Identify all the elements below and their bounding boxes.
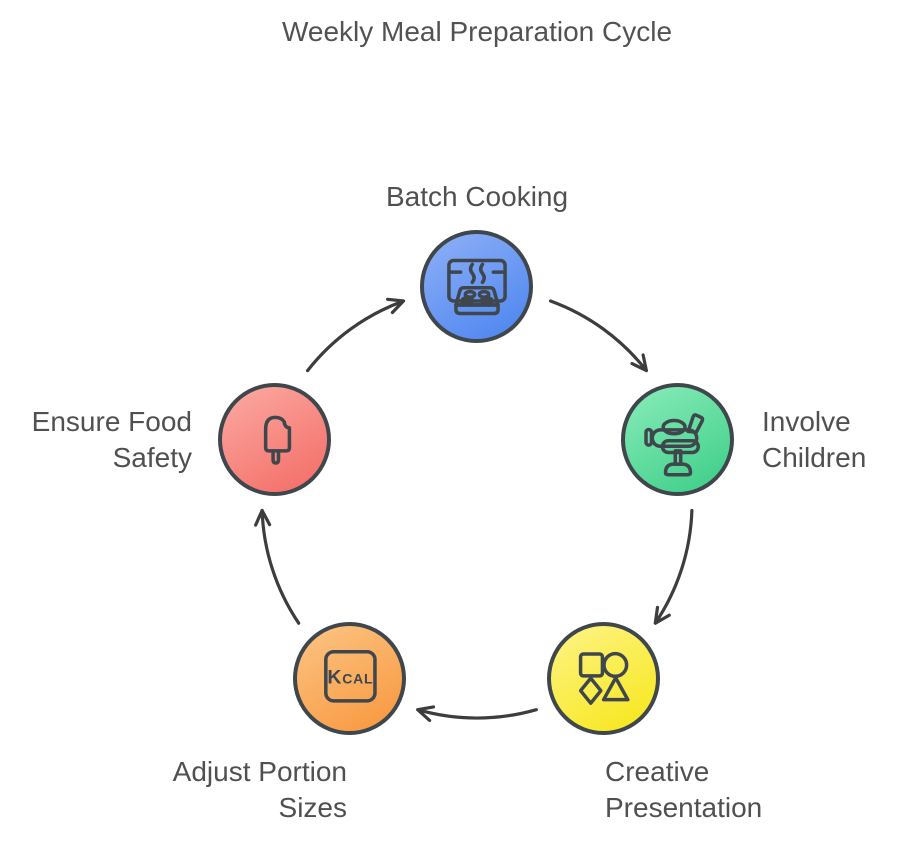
- node-creative-presentation: [547, 622, 660, 735]
- label-involve-children: Involve Children: [762, 406, 867, 473]
- label-adjust-portion-sizes: Adjust Portion Sizes: [172, 756, 347, 823]
- page-title: Weekly Meal Preparation Cycle: [281, 16, 673, 47]
- toy-airplane-icon: [643, 412, 704, 476]
- node-circle: [218, 383, 331, 496]
- kcal-icon: Kcal: [323, 649, 377, 703]
- arrow-batch-to-involve: [548, 299, 648, 373]
- label-ensure-food-safety: Ensure Food Safety: [31, 406, 192, 473]
- label-batch-cooking: Batch Cooking: [385, 181, 569, 212]
- node-circle: [547, 622, 660, 735]
- popsicle-icon: [263, 415, 291, 465]
- node-circle: Kcal: [293, 622, 406, 735]
- node-ensure-food-safety: [218, 383, 331, 496]
- node-batch-cooking: [420, 230, 533, 343]
- arrow-creative-to-adjust: [416, 705, 538, 722]
- label-creative-presentation: Creative Presentation: [605, 756, 763, 823]
- shapes-icon: [578, 651, 630, 705]
- node-involve-children: [621, 383, 734, 496]
- oven-baking-tray-icon: [446, 258, 507, 315]
- node-circle: [621, 383, 734, 496]
- kcal-icon-text: Kcal: [327, 666, 373, 688]
- node-adjust-portion-sizes: Kcal: [293, 622, 406, 735]
- arrow-adjust-to-ensure: [254, 508, 301, 625]
- arrow-ensure-to-batch: [306, 297, 406, 373]
- node-circle: [420, 230, 533, 343]
- arrow-involve-to-creative: [653, 508, 694, 625]
